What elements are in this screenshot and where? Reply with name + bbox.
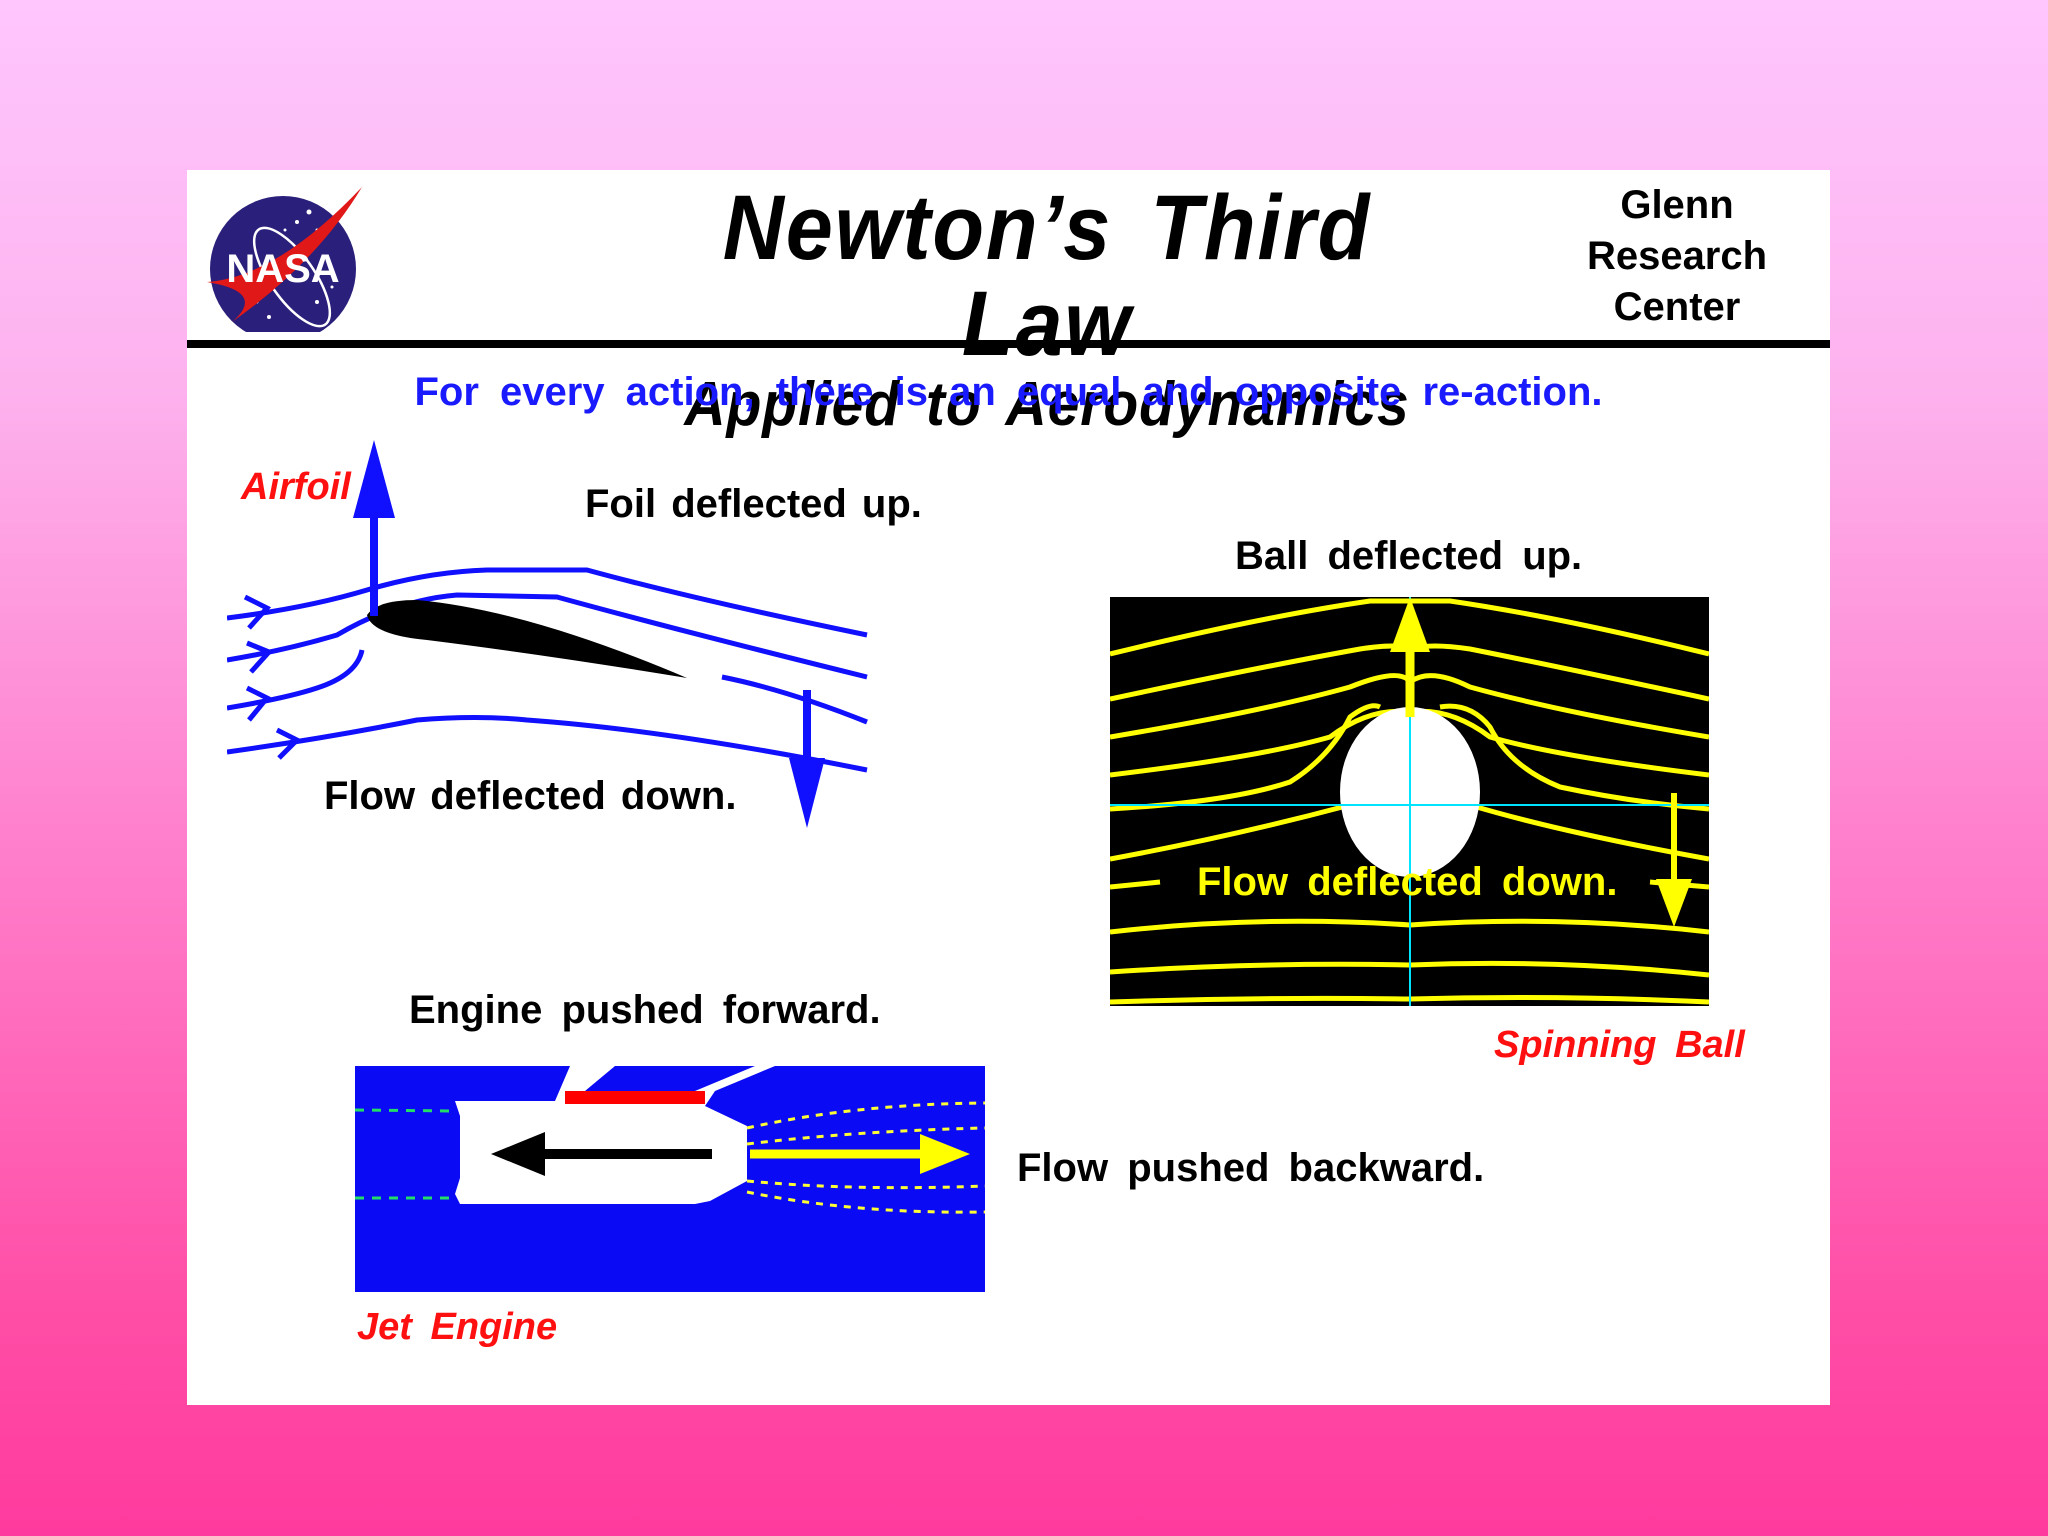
header-divider [187,340,1830,348]
engine-action-label: Engine pushed forward. [409,988,881,1032]
jet-engine-diagram [355,1066,985,1292]
streamline [227,567,868,638]
ball-downwash-arrow-icon [1656,879,1692,927]
downwash-arrow-icon [789,758,825,828]
engine-cowl [565,1091,705,1104]
ball-action-label: Ball deflected up. [1235,534,1583,578]
streamline [227,649,365,711]
airfoil-panel-title: Airfoil [241,466,351,508]
ball-lift-arrow-icon [1390,597,1430,652]
jet-engine-panel-title: Jet Engine [357,1306,558,1348]
slide-title: Newton’s Third Law Applied to Aerodynami… [642,180,1452,438]
airfoil-diagram [227,440,868,828]
streamline [227,715,868,773]
svg-text:NASA: NASA [226,247,339,291]
title-line-1: Newton’s Third Law [722,177,1372,375]
org-line-2: Research [1586,234,1768,278]
slide: NASA Newton’s Third Law Applied to Aerod… [187,170,1830,1405]
org-line-1: Glenn [1620,183,1734,227]
airfoil-shape [367,600,687,678]
spinning-ball-diagram [1110,597,1709,1006]
airfoil-reaction-label: Flow deflected down. [324,774,737,818]
thrust-arrow-icon [491,1132,545,1176]
ball-reaction-label: Flow deflected down. [1197,860,1618,904]
spinning-ball-panel-title: Spinning Ball [1494,1024,1745,1066]
organization-name: Glenn Research Center [1557,180,1797,333]
principle-statement: For every action, there is an equal and … [414,370,1603,414]
engine-reaction-label: Flow pushed backward. [1017,1146,1485,1190]
org-line-3: Center [1613,285,1741,329]
lift-arrow-icon [353,440,395,518]
nasa-meatball-icon: NASA [207,187,362,332]
streamline [227,592,868,680]
airfoil-action-label: Foil deflected up. [585,482,922,526]
streamline [721,674,868,725]
title-line-2: Applied to Aerodynamics [684,370,1410,439]
exhaust-arrow-icon [920,1134,970,1174]
